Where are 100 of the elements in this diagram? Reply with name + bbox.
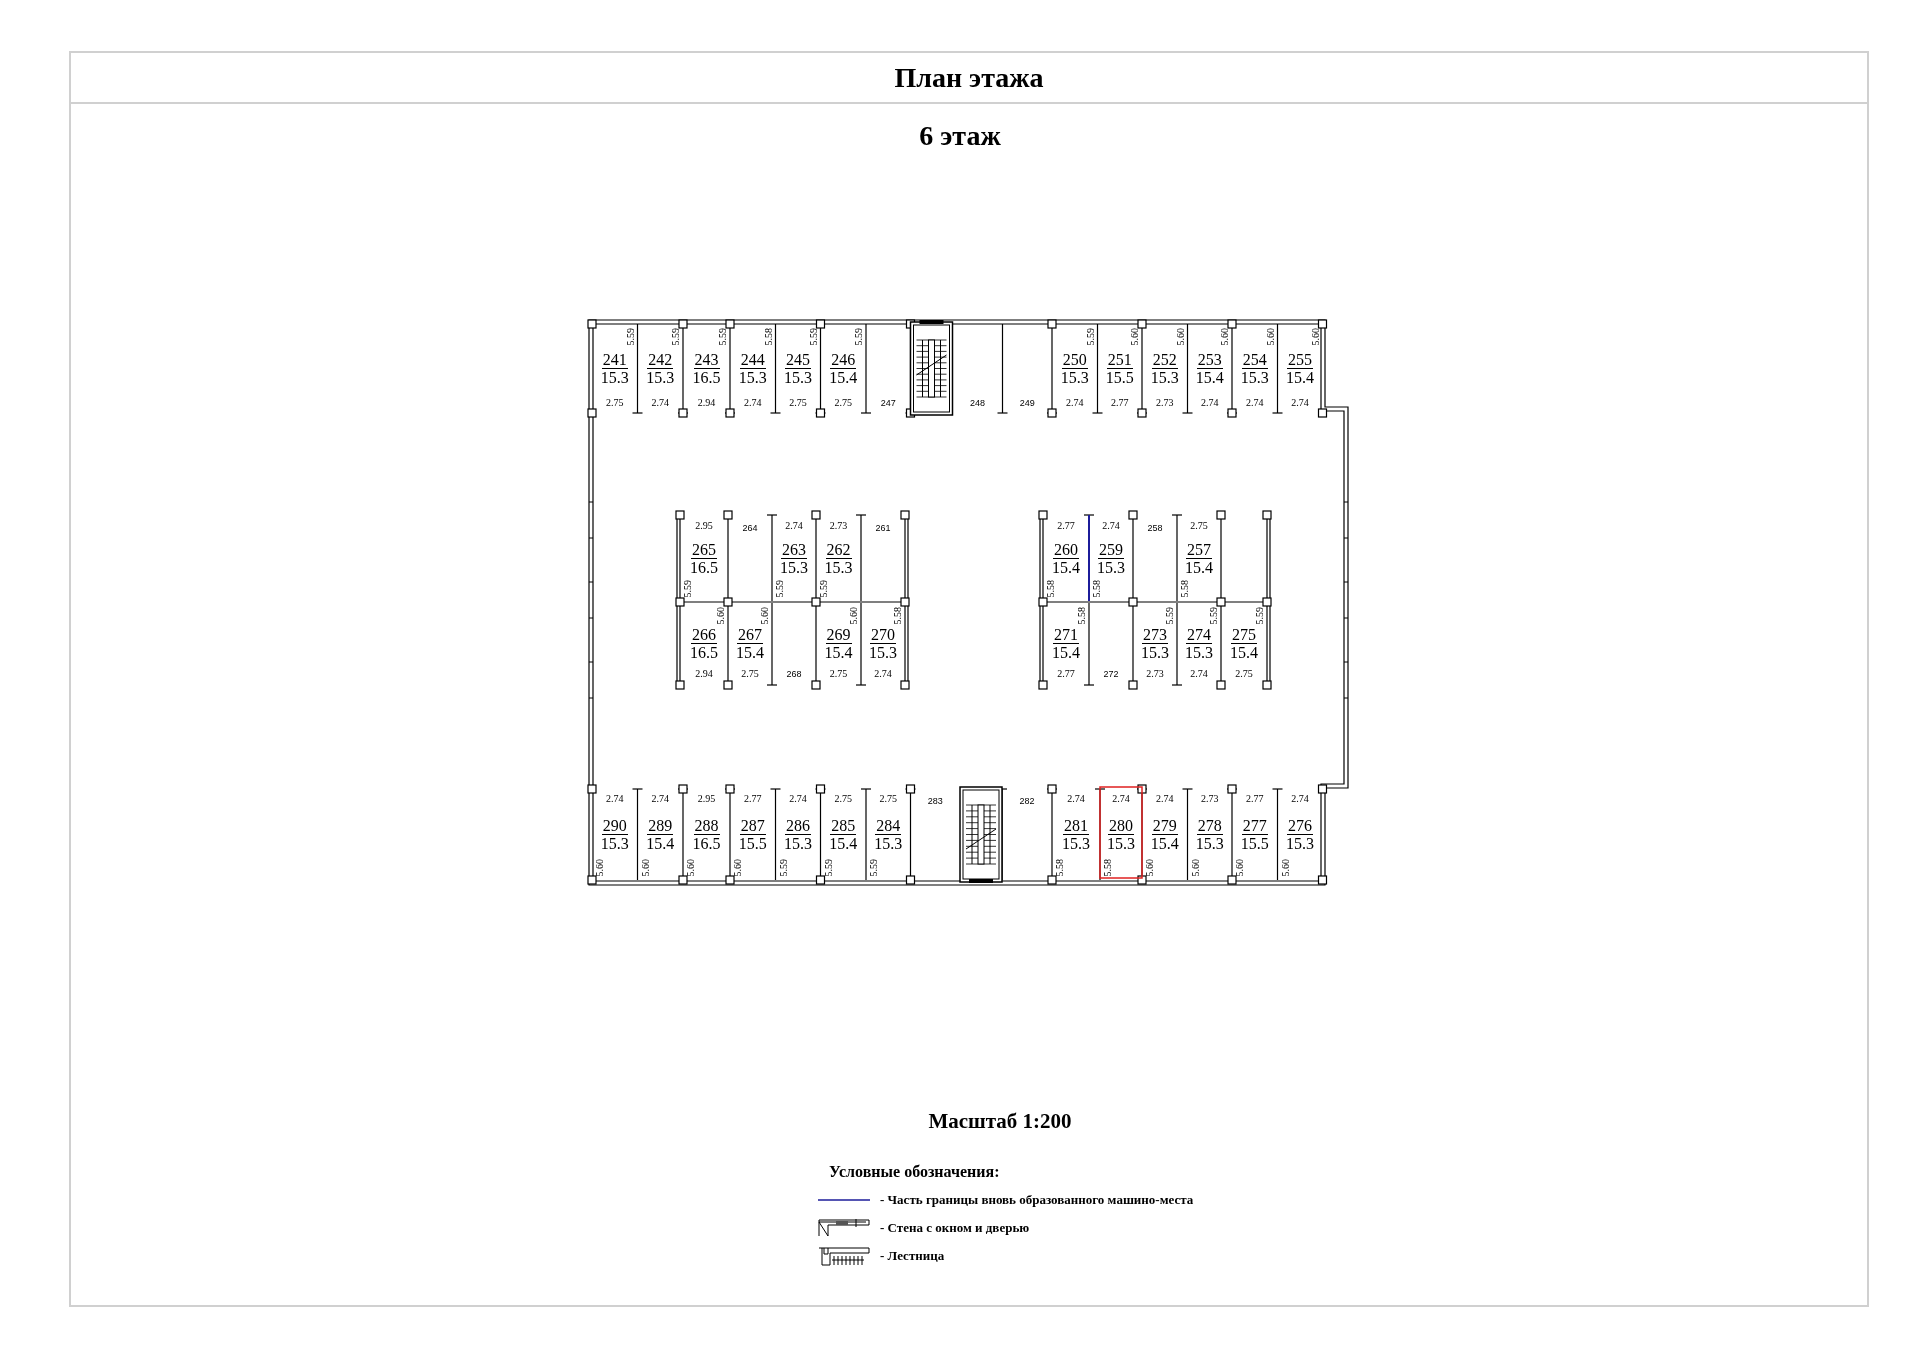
space-number: 264 xyxy=(742,524,758,533)
space-number: 269 xyxy=(825,626,852,644)
legend-text: - Лестница xyxy=(880,1247,945,1266)
dimension-label: 2.94 xyxy=(696,398,717,408)
space-number: 271 xyxy=(1053,626,1079,644)
dimension-label: 5.59 xyxy=(775,579,785,597)
space-area: 15.3 xyxy=(784,369,812,386)
space-number: 277 xyxy=(1241,817,1268,835)
dimension-label: 2.74 xyxy=(605,794,625,804)
dimension-label: 5.59 xyxy=(854,328,864,346)
space-area: 15.3 xyxy=(1240,369,1269,386)
space-area: 15.5 xyxy=(738,835,767,852)
dimension-label: 2.74 xyxy=(650,398,670,408)
space-area: 15.5 xyxy=(1105,369,1134,386)
space-area: 15.3 xyxy=(874,835,903,852)
dimension-label: 5.60 xyxy=(1190,858,1201,876)
dimension-label: 2.74 xyxy=(788,794,808,804)
space-area: 15.3 xyxy=(1150,369,1179,386)
space-number: 290 xyxy=(601,817,628,835)
space-area: 15.3 xyxy=(738,369,767,386)
space-number: 289 xyxy=(647,817,674,835)
dimension-label: 5.60 xyxy=(1310,328,1321,346)
space-number: 260 xyxy=(1053,541,1079,559)
space-number: 275 xyxy=(1231,626,1257,644)
dimension-label: 5.58 xyxy=(1077,607,1087,625)
space-area: 15.3 xyxy=(1062,835,1090,852)
space-number: 280 xyxy=(1108,817,1134,835)
space-number: 258 xyxy=(1147,524,1163,533)
dimension-label: 5.59 xyxy=(778,858,789,876)
space-number: 249 xyxy=(1019,399,1035,408)
dimension-label: 2.73 xyxy=(1200,794,1220,804)
legend-heading: Условные обозначения: xyxy=(829,1162,1000,1182)
dimension-label: 5.60 xyxy=(733,858,743,876)
dimension-label: 5.59 xyxy=(671,328,681,346)
space-number: 252 xyxy=(1151,351,1178,369)
space-area: 15.4 xyxy=(1052,644,1080,661)
space-number: 247 xyxy=(880,399,896,408)
space-area: 15.3 xyxy=(784,835,812,852)
dimension-label: 2.74 xyxy=(1200,398,1220,408)
dimension-label: 2.77 xyxy=(1056,669,1076,679)
dimension-label: 2.73 xyxy=(828,521,849,531)
space-number: 251 xyxy=(1106,351,1133,369)
dimension-label: 2.75 xyxy=(833,794,853,804)
dimension-label: 5.60 xyxy=(1130,328,1140,346)
space-area: 15.3 xyxy=(600,369,629,386)
dimension-label: 5.58 xyxy=(1046,579,1056,597)
dimension-label: 5.60 xyxy=(760,607,770,625)
space-number: 287 xyxy=(739,817,766,835)
space-area: 15.4 xyxy=(1150,835,1179,852)
space-area: 15.3 xyxy=(1060,369,1089,386)
space-area: 15.5 xyxy=(1240,835,1269,852)
space-area: 15.3 xyxy=(1185,644,1213,661)
space-number: 261 xyxy=(875,524,891,533)
dimension-label: 2.74 xyxy=(650,794,670,804)
dimension-label: 2.95 xyxy=(696,794,717,804)
space-number: 266 xyxy=(691,626,717,644)
space-number: 253 xyxy=(1196,351,1223,369)
dimension-label: 2.75 xyxy=(740,669,760,679)
space-number: 278 xyxy=(1196,817,1223,835)
dimension-label: 2.75 xyxy=(828,669,849,679)
dimension-label: 2.73 xyxy=(1145,669,1165,679)
space-area: 15.4 xyxy=(829,369,858,386)
dimension-label: 5.60 xyxy=(716,607,726,625)
dimension-label: 2.74 xyxy=(1065,398,1085,408)
dimension-label: 2.74 xyxy=(1245,398,1265,408)
space-area: 15.3 xyxy=(1097,559,1125,576)
dimension-label: 2.74 xyxy=(1101,521,1121,531)
legend-text: - Часть границы вновь образованного машино-места xyxy=(880,1191,1194,1210)
space-number: 268 xyxy=(786,670,802,679)
space-number: 274 xyxy=(1186,626,1212,644)
space-number: 244 xyxy=(739,351,766,369)
dimension-label: 2.74 xyxy=(1155,794,1175,804)
space-area: 15.3 xyxy=(869,644,897,661)
space-number: 288 xyxy=(693,817,720,835)
dimension-label: 5.60 xyxy=(1265,328,1276,346)
dimension-label: 5.59 xyxy=(683,579,693,597)
dimension-label: 5.60 xyxy=(595,858,605,876)
dimension-label: 2.74 xyxy=(1189,669,1209,679)
dimension-label: 5.60 xyxy=(686,858,696,876)
dimension-label: 5.59 xyxy=(823,858,834,876)
dimension-label: 2.94 xyxy=(694,669,714,679)
dimension-label: 5.59 xyxy=(625,328,636,346)
space-number: 243 xyxy=(693,351,720,369)
space-area: 15.4 xyxy=(824,644,853,661)
space-number: 279 xyxy=(1151,817,1178,835)
dimension-label: 2.77 xyxy=(1056,521,1076,531)
space-number: 250 xyxy=(1061,351,1088,369)
dimension-label: 5.60 xyxy=(849,607,859,625)
space-area: 16.5 xyxy=(692,369,721,386)
dimension-label: 2.95 xyxy=(694,521,714,531)
dimension-label: 5.59 xyxy=(808,328,819,346)
space-area: 15.3 xyxy=(1195,835,1224,852)
dimension-label: 5.58 xyxy=(1055,858,1065,876)
space-number: 257 xyxy=(1186,541,1212,559)
space-number: 265 xyxy=(691,541,717,559)
space-area: 15.4 xyxy=(1286,369,1314,386)
space-number: 270 xyxy=(870,626,896,644)
dimension-label: 5.59 xyxy=(819,579,829,597)
space-area: 15.4 xyxy=(1052,559,1080,576)
dimension-label: 5.60 xyxy=(640,858,651,876)
